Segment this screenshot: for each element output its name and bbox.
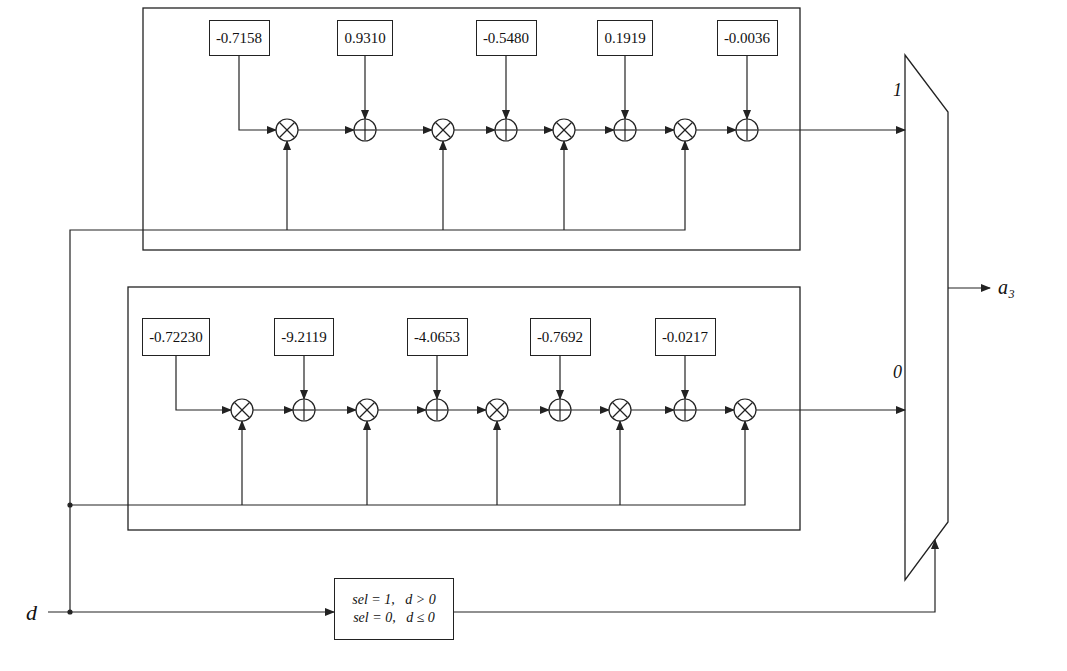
signal-line (948, 287, 990, 288)
condition-text: sel = 1, d > 0 (352, 591, 435, 609)
coefficient-box: -0.7158 (209, 20, 270, 56)
block-frame (128, 287, 800, 530)
junction-dot (68, 610, 72, 614)
adder-symbol (674, 399, 696, 421)
signal-line (268, 611, 334, 612)
coefficient-value: -0.0217 (662, 328, 708, 346)
multiplier-symbol (432, 119, 454, 141)
coefficient-value: 0.1919 (604, 29, 645, 47)
multiplier-symbol (486, 399, 508, 421)
signal-line (517, 129, 553, 130)
signal-line (376, 129, 432, 130)
signal-line (303, 356, 304, 399)
signal-line (315, 409, 356, 410)
signal-line (756, 409, 905, 410)
signal-line (364, 56, 365, 119)
coefficient-value: -0.72230 (149, 328, 203, 346)
signal-lines (48, 56, 990, 614)
multiplexer (905, 55, 948, 580)
coefficient-box: -9.2119 (274, 318, 334, 356)
multiplier-symbol (276, 119, 298, 141)
multiplier-symbol (231, 399, 253, 421)
multiplier-symbol (356, 399, 378, 421)
adder-symbol (614, 119, 636, 141)
coefficient-box: -0.72230 (142, 318, 210, 356)
coefficient-box: -0.5480 (476, 20, 537, 56)
signal-line (559, 356, 560, 399)
coefficient-box: 0.9310 (337, 20, 393, 56)
operator-symbols (231, 119, 758, 421)
signal-line (624, 56, 625, 119)
signal-line (378, 409, 426, 410)
adder-symbol (549, 399, 571, 421)
coefficient-value: 0.9310 (344, 29, 385, 47)
signal-line (176, 356, 231, 410)
input-signal: d (26, 600, 37, 626)
signal-line (454, 540, 935, 612)
mux-input-label: 1 (893, 80, 902, 101)
coefficient-box: -0.0036 (717, 20, 778, 56)
mux-input-label: 0 (893, 362, 902, 383)
signal-line (684, 356, 685, 399)
signal-line (696, 409, 734, 410)
coefficient-value: -0.7692 (537, 328, 583, 346)
signal-line (575, 129, 614, 130)
multiplier-symbol (609, 399, 631, 421)
signal-line (366, 421, 367, 505)
multiplier-symbol (553, 119, 575, 141)
output-signal: a₃ (998, 276, 1015, 299)
signal-line (636, 129, 674, 130)
signal-line (496, 421, 497, 505)
coefficient-value: -4.0653 (414, 328, 460, 346)
signal-line (298, 129, 354, 130)
selector-box: sel = 1, d > 0sel = 0, d ≤ 0 (334, 578, 454, 640)
coefficient-value: -9.2119 (281, 328, 327, 346)
signal-line (239, 56, 276, 130)
signal-line (454, 129, 495, 130)
coefficient-value: -0.5480 (483, 29, 529, 47)
coefficient-box: -4.0653 (407, 318, 468, 356)
coefficient-value: -0.7158 (216, 29, 262, 47)
adder-symbol (426, 399, 448, 421)
signal-line (758, 129, 905, 130)
signal-line (286, 141, 287, 230)
signal-line (436, 356, 437, 399)
signal-line (746, 56, 747, 119)
adder-symbol (354, 119, 376, 141)
signal-line (70, 421, 745, 505)
block-frame (143, 8, 800, 250)
signal-line (70, 141, 685, 612)
signal-line (505, 56, 506, 119)
signal-line (571, 409, 609, 410)
coefficient-box: -0.7692 (530, 318, 591, 356)
adder-symbol (293, 399, 315, 421)
signal-line (508, 409, 549, 410)
signal-line (442, 141, 443, 230)
condition-text: sel = 0, d ≤ 0 (353, 609, 435, 627)
signal-line (48, 611, 268, 612)
multiplier-symbol (674, 119, 696, 141)
signal-line (696, 129, 736, 130)
coefficient-value: -0.0036 (724, 29, 770, 47)
signal-line (241, 421, 242, 505)
coefficient-box: 0.1919 (597, 20, 653, 56)
junction-dot (68, 503, 72, 507)
coefficient-box: -0.0217 (655, 318, 716, 356)
signal-line (563, 141, 564, 230)
signal-line (253, 409, 293, 410)
adder-symbol (495, 119, 517, 141)
signal-line (631, 409, 674, 410)
multiplier-symbol (734, 399, 756, 421)
signal-line (448, 409, 486, 410)
signal-line (619, 421, 620, 505)
adder-symbol (736, 119, 758, 141)
